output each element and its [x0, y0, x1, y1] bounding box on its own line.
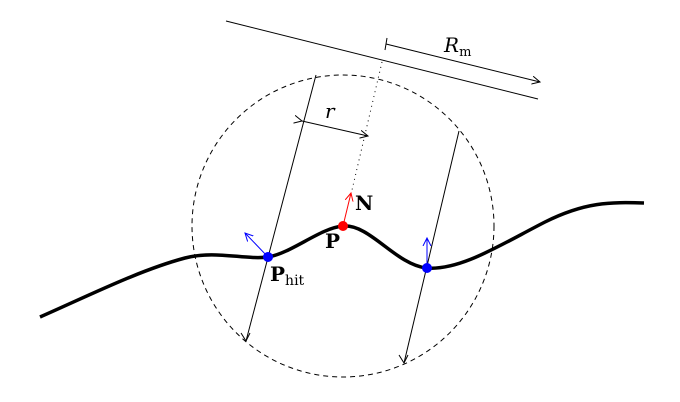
point-p-hit	[263, 252, 273, 262]
top-line	[225, 20, 539, 100]
search-circle	[191, 74, 495, 378]
hit-label: Phit	[270, 262, 305, 289]
hit-normal-arrow	[245, 233, 269, 258]
point-p	[338, 221, 348, 231]
left-ray-line	[245, 74, 317, 342]
normal-label: N	[355, 191, 373, 215]
r-label: r	[325, 99, 336, 123]
rm-arrow	[385, 43, 540, 82]
right-ray-arrowhead	[398, 354, 409, 365]
left-ray-arrowhead	[240, 332, 251, 343]
normal-arrow	[342, 193, 351, 227]
rm-label: Rm	[443, 33, 471, 60]
r-arrow	[302, 121, 368, 136]
point-label: P	[325, 229, 340, 253]
right-ray-line	[403, 130, 460, 364]
surface-curve	[39, 200, 645, 319]
second-hit-point	[422, 263, 432, 273]
normal-extension-dotted	[351, 61, 383, 191]
